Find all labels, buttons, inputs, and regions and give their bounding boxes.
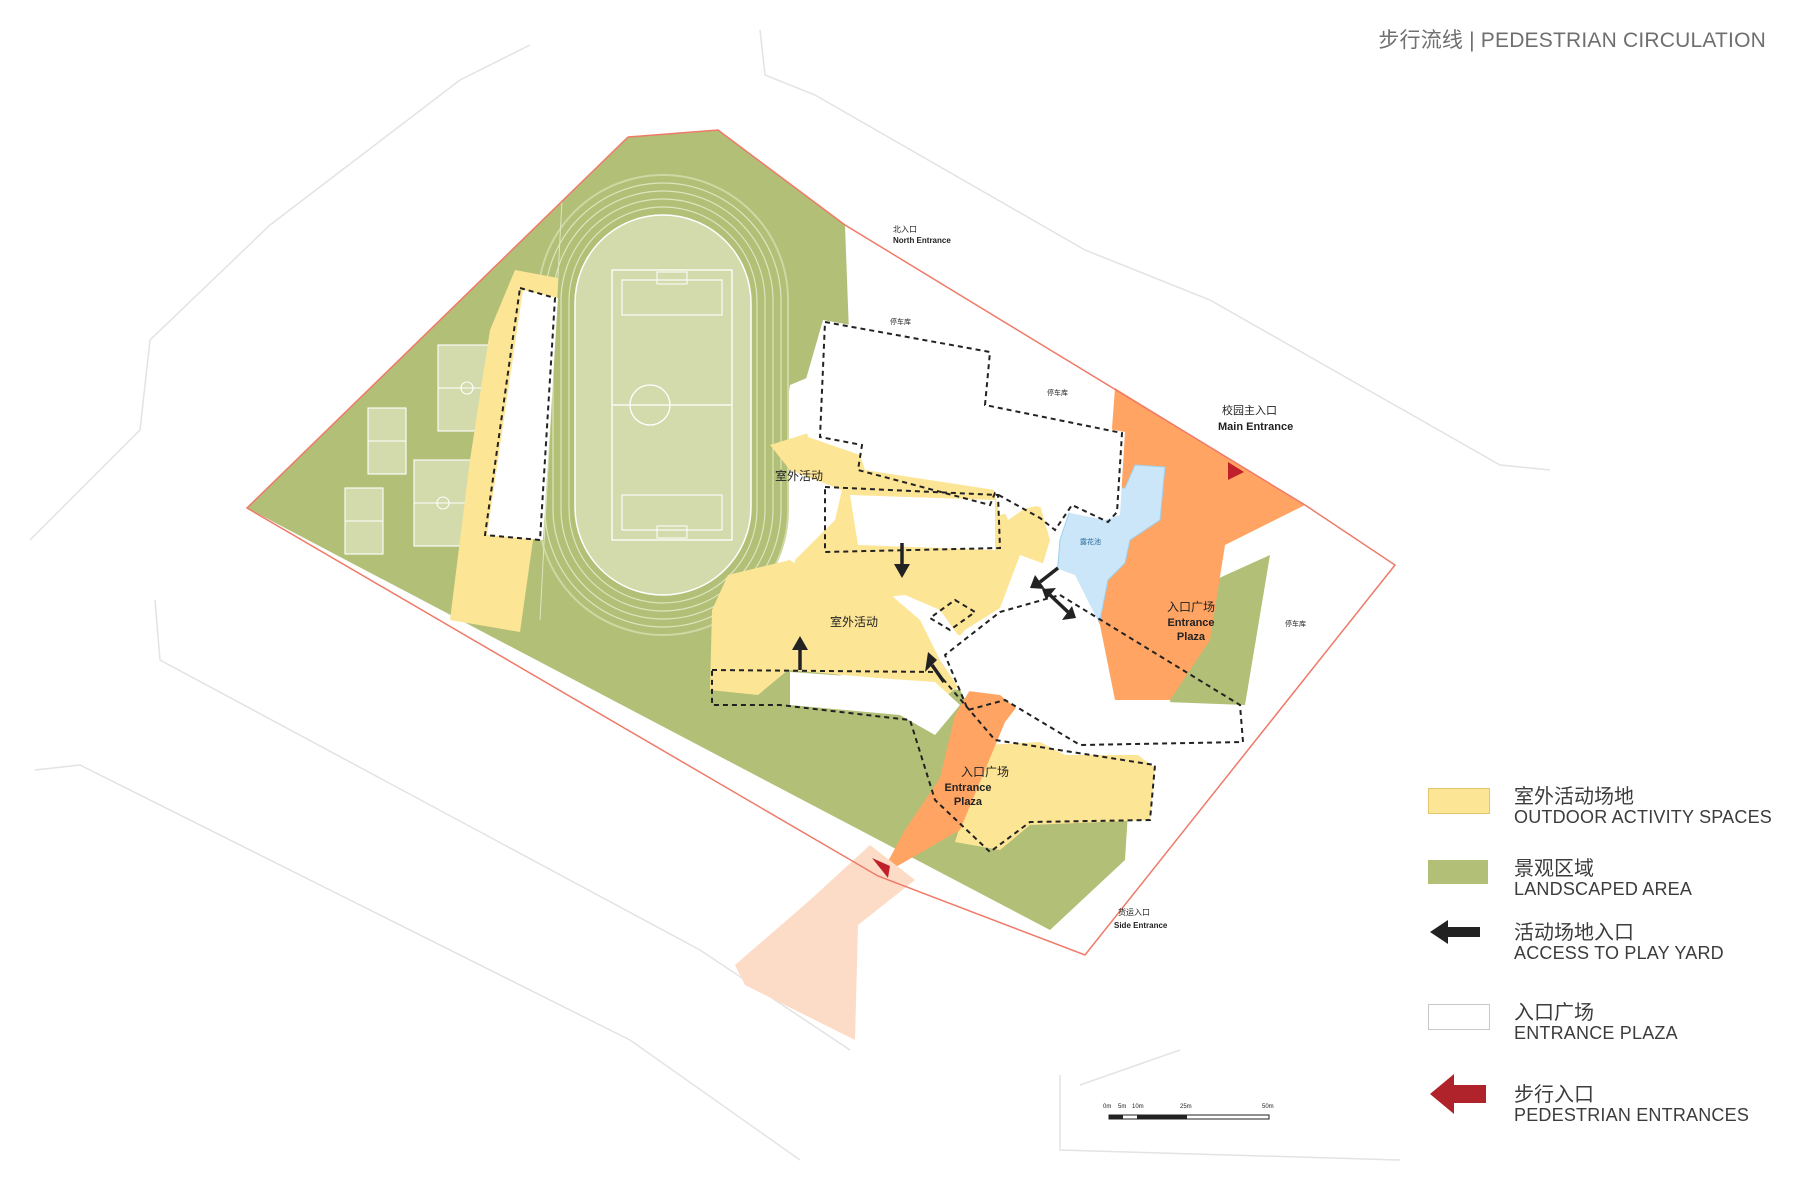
legend-swatch-outdoor-activity [1428,788,1490,814]
street-outline-north [29,44,531,541]
arrow-left-icon [1430,920,1480,944]
building-footprints [487,290,1245,745]
street-outline-east [1079,1049,1181,1086]
dashed-outline-north-wing [818,320,1124,532]
legend-label-en: PEDESTRIAN ENTRANCES [1514,1105,1750,1125]
street-outline-southwest [34,764,801,1161]
scale-label-25: 25m [1180,1104,1192,1110]
legend-swatch-entrance-plaza [1428,1004,1490,1030]
building-east-wing [940,555,1245,745]
legend-label-zh: 室外活动场地 [1514,786,1634,808]
page-title-en: PEDESTRIAN CIRCULATION [1480,29,1766,52]
page-title-zh: 步行流线 [1378,29,1464,52]
building-central-wing [850,495,995,550]
play-yard-arrow-up-2 [925,652,946,684]
scale-label-10: 10m [1132,1104,1144,1110]
legend-swatch-landscaped [1428,860,1488,884]
building-north-wing [800,320,1125,520]
play-yard-arrow-double [1042,588,1076,620]
legend-item-landscaped: 景观区域 LANDSCAPED AREA [1428,852,1788,912]
page-title: 步行流线|PEDESTRIAN CIRCULATION [1378,24,1766,54]
legend-label-zh: 活动场地入口 [1514,922,1634,944]
dashed-outline-notch [928,598,977,632]
entrance-plaza-main-zh: 入口广场 [1167,600,1215,614]
play-yard-access-arrows [792,543,1076,684]
pool-label: 露花池 [1080,537,1101,546]
page-title-separator: | [1469,29,1475,52]
legend-label-zh: 入口广场 [1514,1002,1594,1024]
play-yard-arrow-left [1030,566,1060,589]
legend-label-en: OUTDOOR ACTIVITY SPACES [1514,807,1772,827]
outdoor-activity-central [710,560,960,705]
entrance-plaza-south-en-2: Plaza [954,796,983,808]
legend-item-entrance-plaza: 入口广场 ENTRANCE PLAZA [1428,996,1788,1056]
building-west-block [487,290,558,540]
side-entrance-en: Side Entrance [1114,921,1168,930]
entrance-plaza-main-en-2: Plaza [1177,631,1206,643]
legend-label-en: ACCESS TO PLAY YARD [1514,943,1724,963]
play-yard-arrow-down [894,543,910,578]
dashed-outline-east [943,593,1245,747]
entrance-plaza-main-en-1: Entrance [1167,617,1214,629]
parking-label-1: 停车库 [890,317,911,326]
building-outlines-dashed [483,286,1245,854]
south-entrance-arrow [872,858,890,878]
play-yard-arrow-up-1 [792,636,808,670]
parking-label-3: 停车库 [1285,619,1306,628]
scale-label-50: 50m [1262,1104,1274,1110]
legend-item-play-yard-access: 活动场地入口 ACCESS TO PLAY YARD [1428,916,1788,976]
outdoor-activity-south [955,742,1155,850]
dashed-outline-south [711,668,1157,854]
legend-label-zh: 步行入口 [1514,1084,1594,1106]
outdoor-activity-label-2: 室外活动 [830,614,878,629]
north-entrance-en: North Entrance [893,236,951,245]
legend-label-en: LANDSCAPED AREA [1514,879,1693,899]
main-entrance-en: Main Entrance [1218,421,1293,433]
entrance-walkway-south [735,845,915,1040]
building-south-wing [790,672,960,735]
entrance-plaza-south-en-1: Entrance [944,782,991,794]
street-outline-south [1059,1075,1401,1161]
dashed-outline-central [824,485,1002,554]
map-labels: 北入口 North Entrance 停车库 停车库 停车库 校园主入口 Mai… [775,225,1306,930]
parking-label-2: 停车库 [1047,388,1068,397]
legend-item-pedestrian-entrances: 步行入口 PEDESTRIAN ENTRANCES [1428,1074,1788,1138]
site-boundary [245,129,1397,956]
entrance-plaza-south [880,660,1030,876]
street-outline-northeast [759,29,1551,471]
side-entrance-zh: 货运入口 [1118,907,1150,917]
running-track [537,174,789,636]
scale-bar: 0m 5m 10m 25m 50m [1103,1104,1274,1120]
legend-label-en: ENTRANCE PLAZA [1514,1023,1678,1043]
main-entrance-zh: 校园主入口 [1222,403,1277,417]
north-entrance-zh: 北入口 [893,225,917,234]
main-entrance-arrow [1228,462,1244,480]
scale-label-5: 5m [1118,1104,1126,1110]
legend-item-outdoor-activity: 室外活动场地 OUTDOOR ACTIVITY SPACES [1428,780,1788,840]
dashed-outline-west [483,286,557,542]
outdoor-activity-label-1: 室外活动 [775,468,823,483]
scale-label-0: 0m [1103,1104,1111,1110]
legend-label-zh: 景观区域 [1514,858,1594,880]
arrow-left-red-icon [1430,1074,1486,1114]
entrance-plaza-south-zh: 入口广场 [961,765,1009,779]
